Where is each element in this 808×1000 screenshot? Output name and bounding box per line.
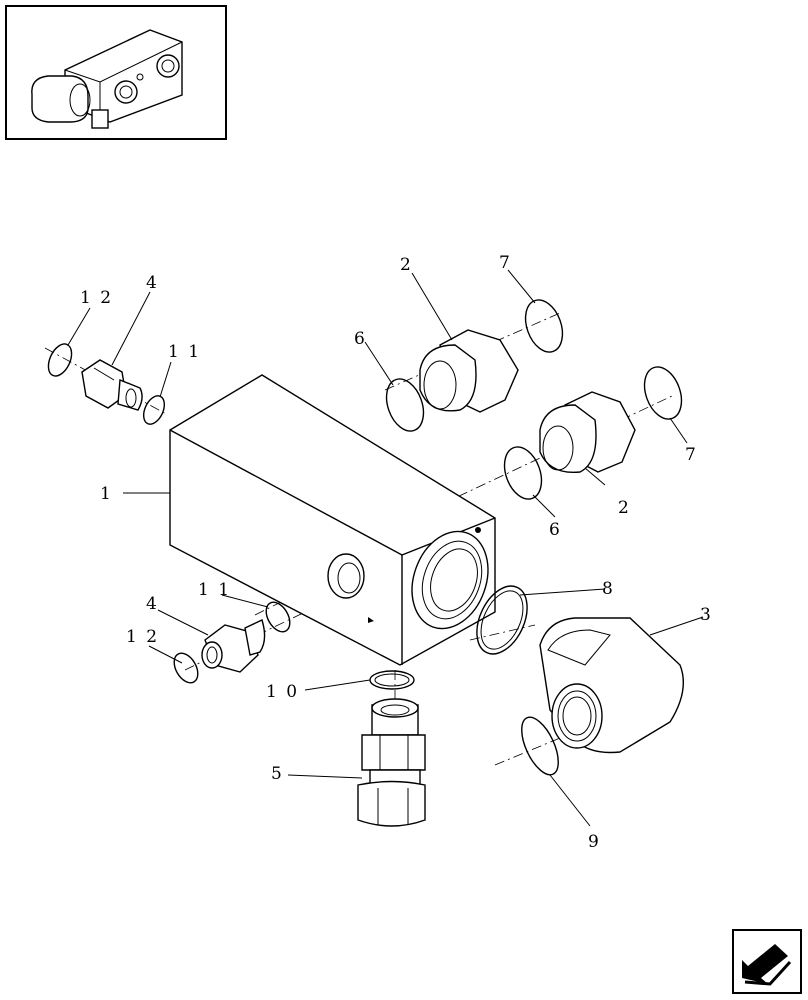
callout-7-lower: 7 <box>685 445 698 465</box>
adapter-fitting-part-4-lower <box>201 619 266 673</box>
swivel-fitting-part-5 <box>357 698 426 827</box>
callout-4-upper: 4 <box>146 273 159 293</box>
callout-7-upper: 7 <box>499 253 512 273</box>
callout-5: 5 <box>271 764 284 784</box>
adapter-fitting-part-2-lower <box>539 391 636 474</box>
previous-page-arrow-icon[interactable] <box>732 929 802 994</box>
callout-12-lower: 1 2 <box>126 627 159 647</box>
callout-11-lower: 1 1 <box>198 580 231 600</box>
callout-11-upper: 1 1 <box>168 342 201 362</box>
adapter-fitting-part-2-upper <box>419 329 519 413</box>
callout-labels: 1 2 2 3 4 4 5 6 6 7 7 8 9 1 0 1 1 1 1 1 … <box>80 253 713 852</box>
callout-2-upper: 2 <box>400 255 413 275</box>
callout-8: 8 <box>602 579 615 599</box>
callout-9: 9 <box>588 832 601 852</box>
callout-4-lower: 4 <box>146 594 159 614</box>
callout-2-lower: 2 <box>618 498 631 518</box>
leader-lines <box>67 269 704 827</box>
callout-10: 1 0 <box>266 682 299 702</box>
assembly-thumbnail-icon[interactable] <box>5 5 227 140</box>
callout-6-upper: 6 <box>354 329 367 349</box>
elbow-fitting-part-3 <box>539 617 684 754</box>
callout-6-lower: 6 <box>549 520 562 540</box>
callout-3: 3 <box>700 605 713 625</box>
callout-12-upper: 1 2 <box>80 288 113 308</box>
callout-1: 1 <box>100 484 113 504</box>
valve-block-part-1 <box>169 374 496 666</box>
adapter-fitting-part-4-upper <box>81 359 143 411</box>
